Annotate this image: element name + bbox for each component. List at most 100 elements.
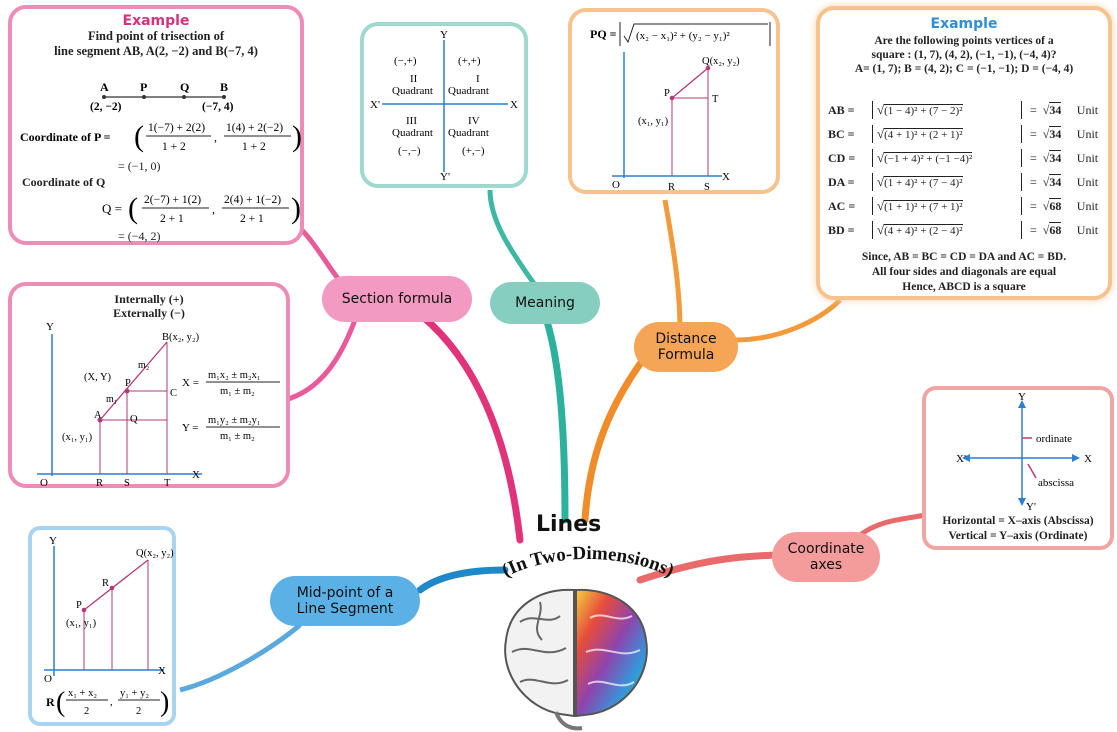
connector-distance-to-center: [581, 346, 654, 524]
distance-label-line-1: Distance: [655, 331, 717, 347]
radical-box: √(−1 + 4)² + (−1 −4)²: [872, 149, 1022, 167]
coord-label-line-2: axes: [809, 557, 843, 573]
connector-coord-to-box: [858, 512, 926, 538]
midpoint-graph: Y X O Q(x₂, y₂) R P (x₁, y₁) R ( x₁ + x₂…: [44, 535, 174, 718]
example-title: Example: [122, 13, 190, 29]
y-prime-label: Y': [1026, 501, 1036, 510]
coordinate-q-label: Coordinate of Q: [22, 175, 106, 189]
externally-label: Externally (−): [113, 306, 185, 320]
connector-midpoint-to-box: [179, 623, 302, 693]
row-value: √68: [1042, 221, 1062, 237]
midpoint-box: Y X O Q(x₂, y₂) R P (x₁, y₁) R ( x₁ + x₂…: [28, 526, 176, 726]
fx-numerator: m₁x₂ ± m₂x₁: [208, 370, 261, 381]
connector-distance-to-example: [734, 298, 842, 343]
row-unit: Unit: [1076, 150, 1099, 165]
q2-quadrant-label: Quadrant: [392, 85, 433, 97]
q1-sign: (+,+): [458, 55, 481, 67]
row-unit: Unit: [1076, 102, 1099, 117]
y-axis-label: Y: [49, 535, 57, 547]
connector-distance-to-diagram: [662, 199, 683, 331]
p-denominator-x: 1 + 2: [162, 141, 186, 153]
row-lhs: BC =: [828, 126, 855, 141]
origin-label: O: [44, 673, 52, 685]
section-formula-label: Section formula: [341, 291, 453, 307]
radical-box: √(4 + 1)² + (2 + 1)²: [872, 125, 1022, 143]
q2-numeral: II: [410, 73, 418, 85]
q4-quadrant-label: Quadrant: [448, 127, 489, 139]
fx-denominator: m₁ ± m₂: [220, 386, 255, 397]
row-radicand: (4 + 1)² + (2 + 1)²: [884, 128, 963, 141]
question-line-2: square : (1, 7), (4, 2), (−1, −1), (−4, …: [871, 49, 1057, 61]
point-P-label: P: [76, 600, 82, 611]
row-radicand: (4 + 4)² + (2 − 4)²: [884, 224, 963, 237]
q-numerator-y: 2(4) + 1(−2): [224, 194, 281, 206]
r-lhs: R: [46, 695, 55, 709]
meaning-label: Meaning: [515, 295, 575, 311]
coordinate-p-formula: Coordinate of P = ( 1(−7) + 2(2) 1 + 2 ,…: [20, 120, 302, 153]
p-result: = (−1, 0): [118, 159, 161, 173]
question-line-2: line segment AB, A(2, −2) and B(−7, 4): [54, 44, 258, 58]
row-unit: Unit: [1076, 222, 1099, 237]
coord-label-line-1: Coordinate: [787, 541, 865, 557]
section-formula-node[interactable]: Section formula: [322, 276, 472, 322]
connector-meaning-to-center: [541, 311, 569, 524]
point-XY-label: (X, Y): [84, 372, 112, 383]
point-A-label: A: [100, 80, 109, 94]
point-Q-label: Q(x₂, y₂): [702, 56, 740, 67]
point-B-coord: (−7, 4): [202, 101, 234, 113]
row-radicand: (1 − 4)² + (7 − 2)²: [884, 104, 963, 117]
point-R-label: R: [102, 578, 109, 589]
p-numerator-y: 1(4) + 2(−2): [226, 122, 283, 134]
point-A-coord: (x₁, y₁): [62, 432, 93, 443]
row-lhs: CD =: [828, 150, 856, 165]
row-lhs: AC =: [828, 198, 856, 213]
row-value: √68: [1042, 197, 1062, 213]
point-P-label: P: [664, 88, 670, 99]
row-value: √34: [1042, 149, 1062, 165]
svg-text:(In Two-Dimensions): (In Two-Dimensions): [499, 543, 678, 582]
q1-quadrant-label: Quadrant: [448, 85, 489, 97]
brain-illustration: [504, 588, 648, 731]
svg-text:(: (: [56, 687, 65, 718]
q3-numeral: III: [406, 115, 417, 127]
distance-graph: PQ = (x₂ − x₁)² + (y₂ − y₁)² Q(x₂, y₂) P…: [590, 22, 771, 192]
q-denominator-x: 2 + 1: [160, 213, 184, 225]
x-axis-label: X: [1084, 453, 1092, 465]
point-T-label: T: [712, 94, 719, 105]
svg-text:,: ,: [110, 696, 113, 708]
q-numerator-x: 2(−7) + 1(2): [144, 194, 201, 206]
mid-y-denominator: 2: [136, 706, 141, 717]
row-unit: Unit: [1076, 126, 1099, 141]
row-lhs: DA =: [828, 174, 855, 189]
midpoint-node[interactable]: Mid-point of a Line Segment: [270, 576, 420, 626]
svg-text:): ): [160, 687, 169, 718]
q-result: = (−4, 2): [118, 229, 161, 243]
row-radicand: (1 + 1)² + (7 + 1)²: [884, 200, 963, 213]
radical-box: √(1 + 4)² + (7 − 4)²: [872, 173, 1022, 191]
point-A-label: A: [94, 410, 102, 421]
row-unit: Unit: [1076, 198, 1099, 213]
section-graph: Y X O B(x₂, y₂) (X, Y) P C A Q (x₁, y₁) …: [37, 321, 280, 486]
connector-meaning-to-quadrants: [487, 189, 538, 287]
distance-formula-node[interactable]: Distance Formula: [634, 322, 738, 372]
x-prime-label: X': [370, 99, 380, 111]
section-diagram-box: Internally (+) Externally (−) Y X O B(x₂…: [8, 282, 290, 488]
y-axis-label: Y: [1018, 391, 1026, 403]
example-title: Example: [930, 16, 998, 32]
distance-diagram-box: PQ = (x₂ − x₁)² + (y₂ − y₁)² Q(x₂, y₂) P…: [568, 8, 780, 194]
connector-section-to-center: [396, 296, 524, 544]
point-B-label: B(x₂, y₂): [162, 332, 200, 343]
meaning-node[interactable]: Meaning: [490, 282, 600, 324]
q-denominator-y: 2 + 1: [240, 213, 264, 225]
q3-quadrant-label: Quadrant: [392, 127, 433, 139]
coordinate-axes-node[interactable]: Coordinate axes: [772, 532, 880, 582]
quadrants-graph: Y Y' X X' (−,+) (+,+) II I Quadrant Quad…: [370, 29, 518, 183]
fy-lhs: Y =: [182, 422, 199, 434]
question-line-1: Are the following points vertices of a: [874, 35, 1054, 47]
q4-sign: (+,−): [462, 145, 485, 157]
internally-label: Internally (+): [114, 292, 184, 306]
